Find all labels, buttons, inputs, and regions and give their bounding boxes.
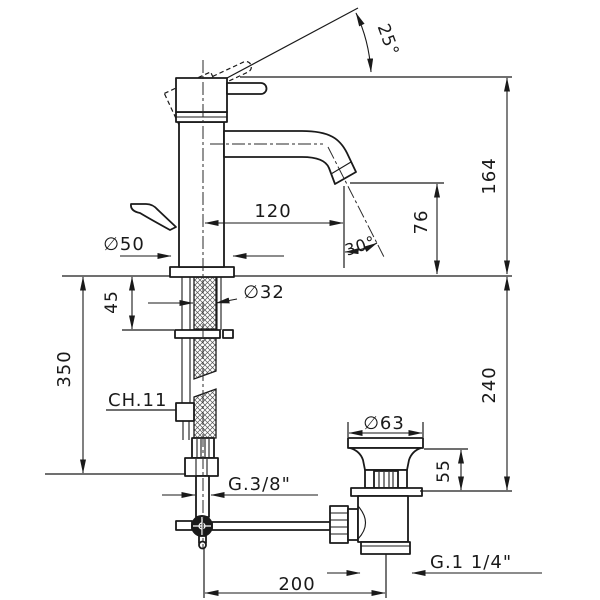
waste-tailpiece bbox=[360, 541, 411, 555]
waste-flange bbox=[350, 487, 423, 497]
dimension-lines bbox=[45, 77, 542, 598]
dim-rod-reach: 200 bbox=[278, 574, 315, 595]
body-cylinder bbox=[178, 121, 225, 268]
waste-knurl-knob bbox=[373, 470, 399, 489]
dim-waste-height: 55 bbox=[434, 459, 454, 483]
outlet-angle-construction bbox=[343, 186, 378, 268]
horizontal-rod bbox=[211, 521, 332, 531]
mounting-and-supply bbox=[174, 329, 332, 550]
mounting-washer bbox=[174, 329, 221, 339]
base-plate bbox=[169, 266, 235, 278]
dim-below-deck: 240 bbox=[479, 366, 500, 403]
dim-shank-diameter: ∅32 bbox=[243, 282, 285, 303]
dim-outlet-angle: 30° bbox=[342, 232, 378, 260]
spout bbox=[223, 130, 357, 185]
handle-angle-construction bbox=[211, 7, 512, 87]
fixing-nut-ch11 bbox=[175, 402, 195, 422]
handle-lever bbox=[226, 82, 268, 95]
waste-side-knurled-nut bbox=[329, 505, 349, 544]
centerlines bbox=[202, 60, 385, 548]
label-wrench-size: CH.11 bbox=[108, 390, 167, 411]
dim-total-height: 164 bbox=[479, 157, 500, 194]
rod-left-stub bbox=[175, 520, 193, 531]
threaded-shank-and-hose bbox=[181, 276, 222, 439]
dimension-labels: 25° 164 120 76 30° ∅50 ∅32 45 350 CH.11 … bbox=[54, 21, 512, 595]
faucet-body bbox=[130, 77, 357, 278]
waste-funnel bbox=[349, 447, 422, 471]
popup-waste-assembly bbox=[329, 437, 424, 555]
handle-cap bbox=[175, 77, 228, 113]
dim-base-diameter: ∅50 bbox=[103, 234, 145, 255]
waste-top-rim bbox=[347, 437, 424, 449]
dim-deck-thickness: 45 bbox=[102, 290, 122, 314]
dim-waste-diameter: ∅63 bbox=[363, 413, 405, 434]
popup-knob bbox=[130, 203, 177, 231]
label-supply-thread: G.3/8" bbox=[228, 474, 291, 495]
supply-hex-nut bbox=[184, 457, 219, 477]
dim-handle-angle: 25° bbox=[373, 21, 403, 59]
dim-spout-reach: 120 bbox=[254, 201, 291, 222]
label-waste-thread: G.1 1/4" bbox=[430, 552, 512, 573]
dim-outlet-height: 76 bbox=[411, 210, 432, 235]
dim-hose-length: 350 bbox=[54, 350, 75, 387]
